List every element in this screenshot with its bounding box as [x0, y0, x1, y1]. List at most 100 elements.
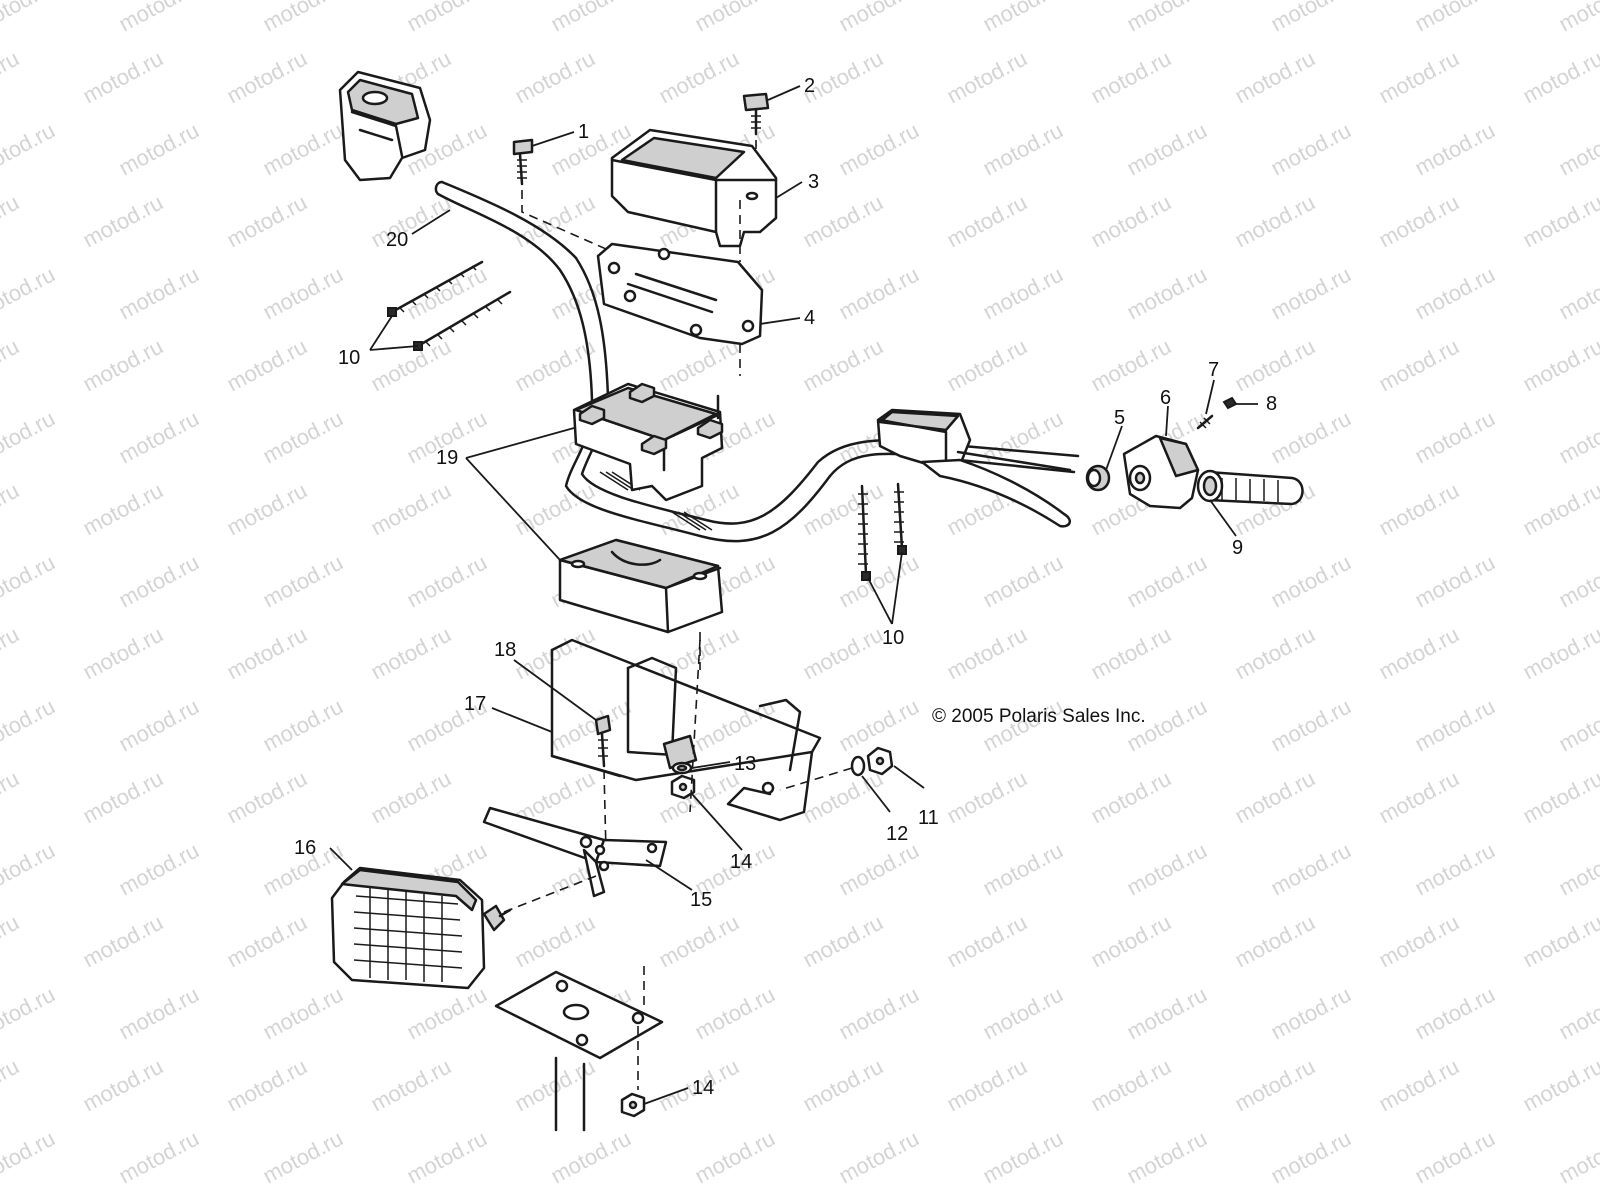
part-6-throttle-housing	[1122, 434, 1200, 510]
callout-14-upper: 14	[730, 851, 752, 873]
watermark-text: motod.ru	[511, 46, 599, 109]
watermark-text: motod.ru	[0, 334, 23, 397]
callout-7: 7	[1208, 359, 1219, 381]
watermark-text: motod.ru	[1087, 622, 1175, 685]
watermark-text: motod.ru	[1411, 118, 1499, 181]
watermark-text: motod.ru	[979, 0, 1067, 36]
watermark-text: motod.ru	[979, 118, 1067, 181]
watermark-text: motod.ru	[1267, 838, 1355, 901]
part-15-mount-bracket	[482, 806, 668, 913]
watermark-text: motod.ru	[259, 262, 347, 325]
watermark-text: motod.ru	[1519, 622, 1600, 685]
watermark-text: motod.ru	[403, 982, 491, 1045]
watermark-text: motod.ru	[1231, 622, 1319, 685]
part-11-nut	[866, 746, 894, 776]
watermark-text: motod.ru	[1519, 334, 1600, 397]
watermark-text: motod.ru	[1123, 550, 1211, 613]
watermark-text: motod.ru	[79, 1054, 167, 1117]
watermark-text: motod.ru	[1411, 262, 1499, 325]
watermark-text: motod.ru	[223, 334, 311, 397]
watermark-text: motod.ru	[115, 1126, 203, 1189]
part-19-upper-clamp	[572, 382, 724, 502]
watermark-text: motod.ru	[1231, 910, 1319, 973]
callout-11: 11	[918, 807, 939, 829]
watermark-text: motod.ru	[1555, 694, 1600, 757]
watermark-text: motod.ru	[943, 766, 1031, 829]
watermark-text: motod.ru	[1267, 982, 1355, 1045]
watermark-text: motod.ru	[1123, 118, 1211, 181]
watermark-text: motod.ru	[0, 1126, 59, 1189]
watermark-text: motod.ru	[1555, 982, 1600, 1045]
watermark-text: motod.ru	[547, 1126, 635, 1189]
watermark-text: motod.ru	[1267, 406, 1355, 469]
watermark-text: motod.ru	[1555, 118, 1600, 181]
watermark-text: motod.ru	[511, 910, 599, 973]
watermark-text: motod.ru	[0, 550, 59, 613]
watermark-text: motod.ru	[943, 1054, 1031, 1117]
watermark-text: motod.ru	[1123, 838, 1211, 901]
watermark-text: motod.ru	[0, 766, 23, 829]
copyright-notice: © 2005 Polaris Sales Inc.	[932, 706, 1146, 727]
watermark-text: motod.ru	[1519, 910, 1600, 973]
watermark-text: motod.ru	[223, 1054, 311, 1117]
callout-19: 19	[436, 447, 458, 469]
part-13-washer	[671, 761, 693, 775]
watermark-text: motod.ru	[1267, 1126, 1355, 1189]
watermark-text: motod.ru	[979, 1126, 1067, 1189]
watermark-text: motod.ru	[115, 550, 203, 613]
watermark-text: motod.ru	[259, 118, 347, 181]
watermark-text: motod.ru	[799, 766, 887, 829]
callout-18: 18	[494, 639, 516, 661]
part-3-cover	[610, 128, 778, 262]
watermark-text: motod.ru	[835, 1126, 923, 1189]
watermark-text: motod.ru	[835, 550, 923, 613]
callout-16: 16	[294, 837, 316, 859]
watermark-text: motod.ru	[1519, 190, 1600, 253]
leader-lines	[329, 85, 1258, 1105]
watermark-text: motod.ru	[1267, 694, 1355, 757]
watermark-text: motod.ru	[799, 478, 887, 541]
watermark-text: motod.ru	[1375, 334, 1463, 397]
callout-labels: 1 2 3 4 5 6 7 8 9 10 10 11 12 13 14 14 1…	[294, 75, 1277, 1099]
callout-14-lower: 14	[692, 1077, 714, 1099]
watermark-text: motod.ru	[1123, 0, 1211, 36]
watermark-text: motod.ru	[79, 622, 167, 685]
watermark-text: motod.ru	[403, 1126, 491, 1189]
watermark-text: motod.ru	[0, 1054, 23, 1117]
watermark-text: motod.ru	[979, 982, 1067, 1045]
watermark-text: motod.ru	[79, 478, 167, 541]
watermark-text: motod.ru	[1411, 694, 1499, 757]
watermark-text: motod.ru	[367, 190, 455, 253]
watermark-text: motod.ru	[691, 982, 779, 1045]
watermark-text: motod.ru	[835, 0, 923, 36]
callout-9: 9	[1232, 537, 1243, 559]
watermark-text: motod.ru	[799, 622, 887, 685]
watermark-text: motod.ru	[1411, 982, 1499, 1045]
watermark-text: motod.ru	[1231, 766, 1319, 829]
watermark-text: motod.ru	[835, 262, 923, 325]
watermark-text: motod.ru	[799, 334, 887, 397]
callout-13: 13	[734, 753, 756, 775]
watermark-text: motod.ru	[0, 694, 59, 757]
part-14-nut-upper	[670, 774, 696, 800]
watermark-text: motod.ru	[0, 1198, 23, 1200]
watermark-text: motod.ru	[1555, 838, 1600, 901]
callout-10-left: 10	[338, 347, 360, 369]
part-12-washer	[779, 755, 866, 791]
watermark-text: motod.ru	[1375, 478, 1463, 541]
watermark-text: motod.ru	[799, 190, 887, 253]
watermark-text: motod.ru	[1375, 766, 1463, 829]
watermark-text: motod.ru	[1411, 0, 1499, 36]
watermark-text: motod.ru	[79, 46, 167, 109]
watermark-text: motod.ru	[979, 838, 1067, 901]
watermark-text: motod.ru	[835, 118, 923, 181]
watermark-text: motod.ru	[1087, 1054, 1175, 1117]
watermark-text: motod.ru	[79, 766, 167, 829]
watermark-text: motod.ru	[1375, 46, 1463, 109]
part-9-grip	[1196, 469, 1304, 506]
watermark-text: motod.ru	[979, 406, 1067, 469]
watermark-text: motod.ru	[115, 0, 203, 36]
watermark-text: motod.ru	[259, 694, 347, 757]
